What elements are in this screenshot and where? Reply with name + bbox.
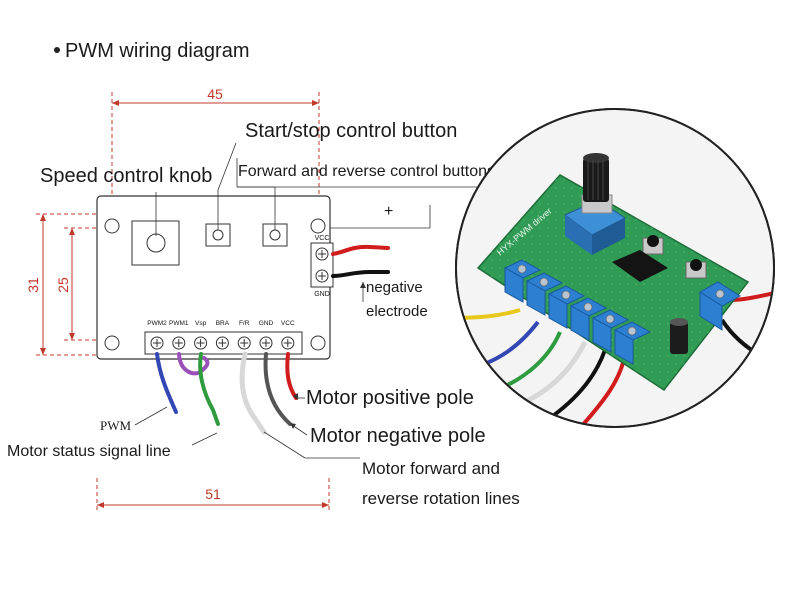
side-label-gnd: GND bbox=[314, 291, 330, 298]
terminal-label-2: Vsp bbox=[195, 320, 207, 327]
callout-lines bbox=[155, 142, 505, 236]
motor-status-label: Motor status signal line bbox=[7, 443, 171, 460]
wire-power-negative bbox=[331, 270, 390, 278]
screw-crosses bbox=[318, 250, 326, 280]
start-stop-button-icon bbox=[212, 229, 224, 241]
bottom-callout-lines bbox=[134, 397, 360, 459]
title-bullet bbox=[54, 47, 60, 53]
signal-wires bbox=[155, 351, 298, 435]
dim-top-width: 45 bbox=[207, 86, 223, 102]
terminal-label-1: PWM1 bbox=[169, 320, 189, 327]
terminal-label-6: VCC bbox=[281, 320, 295, 327]
mounting-holes bbox=[104, 218, 326, 351]
motor-positive-arrow-icon bbox=[293, 393, 298, 400]
pwm-label: PWM bbox=[100, 418, 132, 433]
board-photo: HYX-PWM driver bbox=[455, 108, 775, 428]
speed-knob-icon bbox=[146, 233, 166, 253]
motor-positive-label: Motor positive pole bbox=[306, 387, 474, 409]
negative-arrow-icon bbox=[360, 282, 366, 288]
fwd-rev-buttons-label: Forward and reverse control buttons bbox=[238, 163, 495, 180]
negative-label-line2: electrode bbox=[366, 303, 428, 320]
fwd-rev-lines-label-2: reverse rotation lines bbox=[362, 489, 520, 508]
start-stop-label: Start/stop control button bbox=[245, 120, 457, 142]
speed-knob-label: Speed control knob bbox=[40, 165, 212, 187]
terminal-label-4: F/R bbox=[239, 320, 250, 327]
side-label-vcc: VCC bbox=[315, 235, 330, 242]
wire-power-positive bbox=[331, 244, 390, 256]
fwd-rev-button-icon bbox=[269, 229, 281, 241]
motor-negative-arrow-icon bbox=[290, 423, 296, 429]
page-title: PWM wiring diagram bbox=[65, 40, 249, 62]
negative-label-line1: negative bbox=[366, 279, 423, 296]
terminal-label-0: PWM2 bbox=[147, 320, 167, 327]
plus-label: + bbox=[384, 203, 393, 220]
terminal-label-5: GND bbox=[259, 320, 274, 327]
motor-negative-label: Motor negative pole bbox=[310, 425, 486, 447]
terminal-label-3: BRA bbox=[216, 320, 230, 327]
dim-outer-height: 31 bbox=[25, 277, 41, 293]
dim-inner-height: 25 bbox=[55, 277, 71, 293]
fwd-rev-lines-label-1: Motor forward and bbox=[362, 459, 500, 478]
dim-bottom-width: 51 bbox=[205, 486, 221, 502]
dimension-arrows bbox=[40, 100, 329, 508]
